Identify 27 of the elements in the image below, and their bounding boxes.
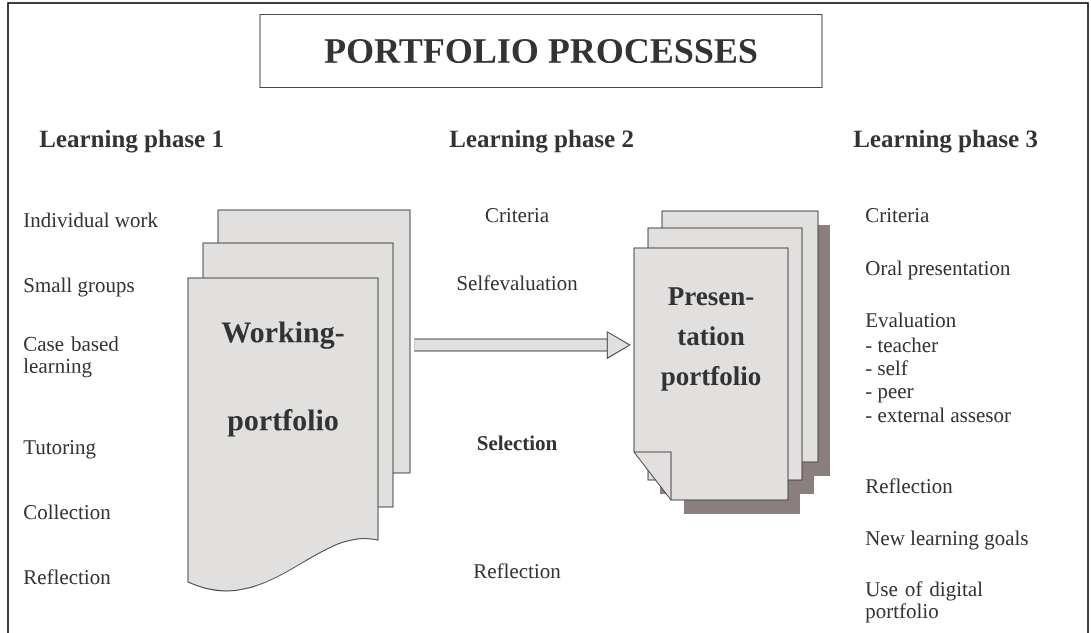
column-heading: Learning phase 3 [853, 129, 1038, 153]
list-item: Reflection [23, 569, 111, 585]
list-item: - external assesor [866, 407, 1011, 423]
list-item: - self [866, 360, 908, 376]
column-heading: Learning phase 2 [449, 129, 633, 153]
list-item: - peer [866, 388, 914, 403]
document-stack: Working- portfolio [187, 209, 411, 592]
block-arrow [414, 331, 631, 359]
list-item: Selection [477, 435, 557, 451]
document-stack: Presen- tation portfolio [633, 210, 830, 514]
list-item: Selfevaluation [457, 275, 578, 291]
list-item: Reflection [473, 563, 561, 579]
list-item: Evaluation [865, 312, 956, 328]
list-item: Tutoring [23, 440, 96, 459]
list-item: Collection [24, 504, 111, 520]
list-item: Criteria [485, 208, 549, 223]
list-item: Small groups [24, 277, 134, 297]
column-heading: Learning phase 1 [39, 129, 223, 153]
list-item: Oral presentation [866, 260, 1011, 280]
list-item: New learning goals [865, 530, 1028, 550]
list-item: Use of digital portfolio [865, 581, 983, 623]
list-item: Case based learning [23, 336, 119, 378]
list-item: Criteria [866, 208, 930, 223]
list-item: - teacher [866, 337, 938, 353]
title-box: PORTFOLIO PROCESSES [259, 14, 823, 88]
list-item: Individual work [23, 212, 158, 228]
list-item: Reflection [865, 478, 953, 494]
